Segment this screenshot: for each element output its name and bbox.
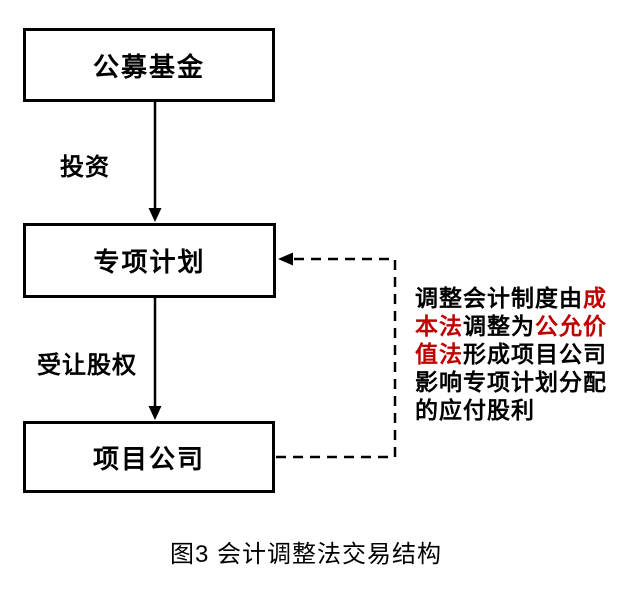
arrow-equity-head-icon <box>148 406 162 420</box>
annotation-segment-highlight: 成本法 <box>415 285 607 339</box>
annotation-text: 调整会计制度由成本法调整为公允价值法形成项目公司影响专项计划分配的应付股利 <box>415 284 618 424</box>
arrow-invest-head-icon <box>148 208 162 222</box>
figure-caption: 图3 会计调整法交易结构 <box>169 541 442 568</box>
flow-node-project-company-label: 项目公司 <box>92 443 205 474</box>
flow-node-public-fund-label: 公募基金 <box>92 51 205 82</box>
flow-node-public-fund: 公募基金 <box>23 28 275 102</box>
annotation-segment-highlight: 公允价值法 <box>415 313 607 367</box>
edge-label-equity-transfer: 受让股权 <box>37 352 137 379</box>
edge-label-invest: 投资 <box>60 154 110 181</box>
annotation-segment: 调整会计制度由 <box>415 285 583 311</box>
dashed-connector-arrowhead-icon <box>278 252 293 266</box>
annotation-segment: 调整为 <box>463 313 535 339</box>
flow-node-special-plan-label: 专项计划 <box>93 247 206 277</box>
flow-node-special-plan: 专项计划 <box>23 223 276 298</box>
annotation-segment: 形成项目公司影响专项计划分配的应付股利 <box>415 341 607 423</box>
dashed-connector-path <box>276 257 397 459</box>
flow-node-project-company: 项目公司 <box>23 421 275 493</box>
